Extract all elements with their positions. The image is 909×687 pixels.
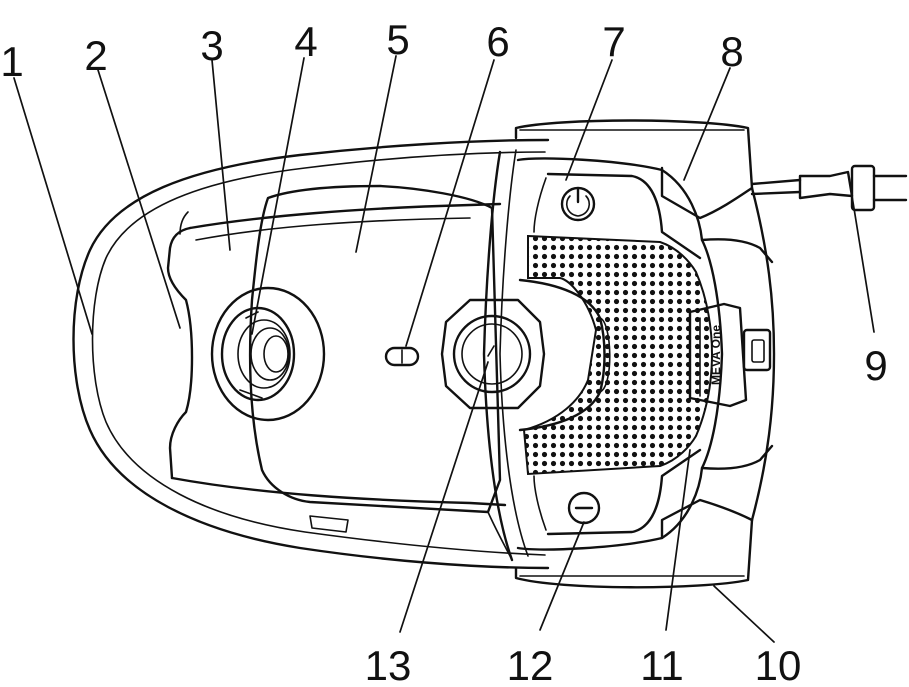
callout-4: 4 xyxy=(294,18,317,65)
dust-indicator xyxy=(384,346,420,367)
callout-7: 7 xyxy=(602,18,625,65)
outer-shell xyxy=(72,138,550,570)
power-button xyxy=(560,186,596,222)
callout-5: 5 xyxy=(386,16,409,63)
carry-grip xyxy=(518,278,611,432)
hose-inlet xyxy=(210,286,326,422)
power-cord xyxy=(750,164,908,212)
callout-8: 8 xyxy=(720,28,743,75)
rear-handle: MEVA One xyxy=(688,302,772,408)
callout-labels: 1 2 3 4 5 6 7 8 9 10 11 12 13 xyxy=(0,16,887,687)
leader-lines xyxy=(13,55,875,643)
front-bumper xyxy=(166,211,194,480)
handle-frame xyxy=(482,149,724,562)
callout-6: 6 xyxy=(486,18,509,65)
callout-9: 9 xyxy=(864,342,887,389)
exhaust-grille xyxy=(522,234,714,476)
rear-casing xyxy=(514,119,776,589)
callout-13: 13 xyxy=(365,642,412,687)
callout-1: 1 xyxy=(0,38,23,85)
callout-3: 3 xyxy=(200,22,223,69)
minus-button xyxy=(567,491,601,525)
cord-rewind-button xyxy=(440,298,546,410)
callout-12: 12 xyxy=(507,642,554,687)
handle-label: MEVA One xyxy=(709,325,723,385)
callout-11: 11 xyxy=(640,642,684,687)
callout-10: 10 xyxy=(755,642,802,687)
callout-2: 2 xyxy=(84,32,107,79)
